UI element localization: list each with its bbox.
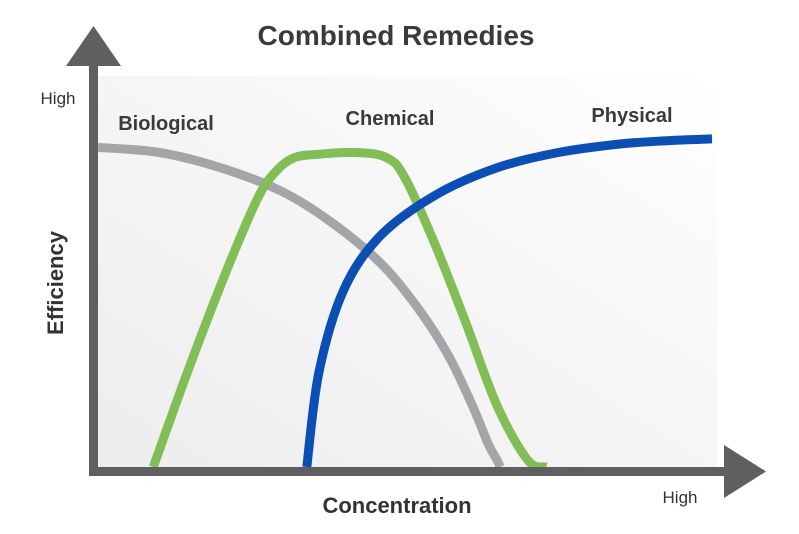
series-layer — [97, 134, 713, 472]
series-line-chemical — [149, 147, 548, 472]
y-axis-arrowhead — [66, 26, 121, 66]
x-axis-high-label: High — [663, 488, 698, 507]
y-axis-line — [89, 60, 98, 476]
x-axis-arrowhead — [724, 445, 766, 498]
y-axis-title: Efficiency — [43, 230, 68, 335]
chart-title: Combined Remedies — [258, 20, 535, 51]
x-axis-line — [89, 467, 729, 476]
series-label-chemical: Chemical — [346, 108, 435, 130]
series-line-biological — [97, 142, 505, 469]
y-axis-high-label: High — [41, 89, 76, 108]
series-label-physical: Physical — [591, 105, 672, 127]
series-line-physical — [302, 134, 713, 468]
x-axis-title: Concentration — [322, 493, 471, 518]
series-label-biological: Biological — [118, 113, 214, 135]
